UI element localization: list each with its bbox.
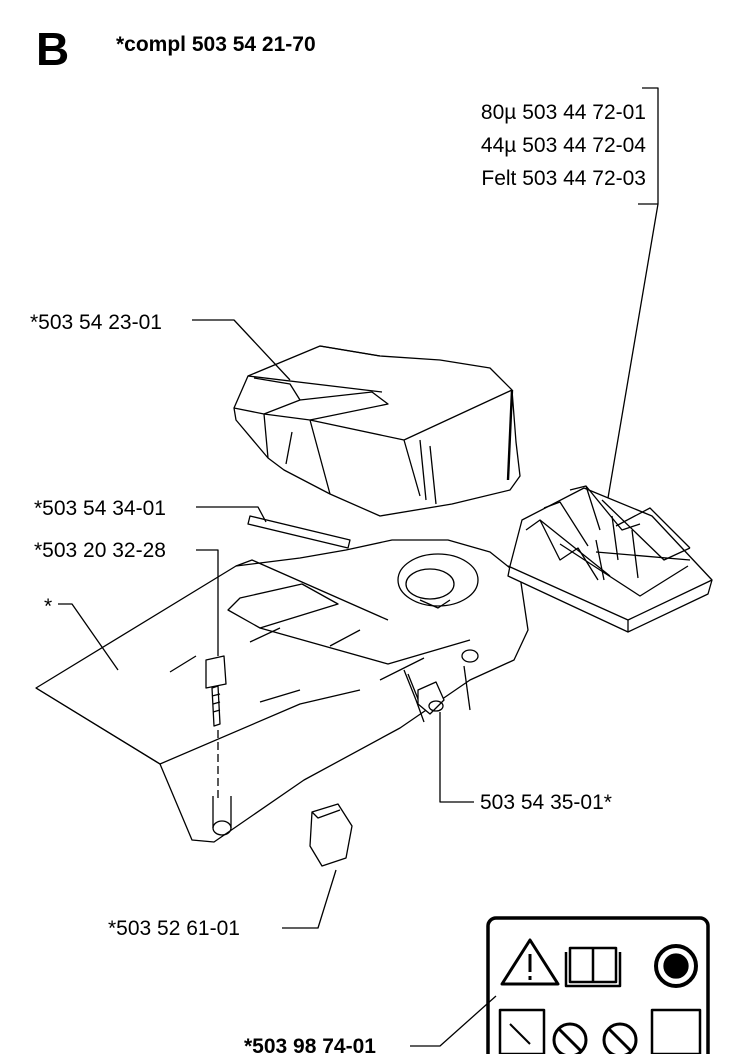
base-cover-part [35,539,529,843]
assembly-title: *compl 503 54 21-70 [116,33,316,56]
callout-clip: 503 54 35-01* [480,791,612,814]
prohibition-icon-2 [602,1022,638,1054]
base-cover-leader [58,603,119,671]
screw-leader [196,549,219,656]
clip-part [417,681,445,715]
warning-decal-part [486,916,710,1054]
plate-part [309,803,353,867]
callout-top-cover: *503 54 23-01 [30,311,162,334]
seal-strip-leader [196,506,267,523]
section-letter: B [36,23,70,75]
callout-base-cover: * [44,595,53,618]
top-cover-part [233,345,521,517]
plate-leader [282,869,337,929]
callout-decal: *503 98 74-01 [244,1035,376,1058]
callout-seal-strip: *503 54 34-01 [34,497,166,520]
top-cover-leader [192,319,291,381]
prohibition-icon-1 [552,1022,588,1054]
screw-part [205,655,227,727]
ear-eye-protection-icon [654,944,698,988]
warning-triangle-icon [500,938,560,986]
filter-label-bracket [607,87,659,499]
decal-leader [410,995,497,1047]
callout-plate: *503 52 61-01 [108,917,240,940]
operator-icon [498,1008,546,1054]
clip-leader [439,712,474,803]
filter-label-80u: 80µ 503 44 72-01 [480,101,646,124]
callout-screw: *503 20 32-28 [34,539,166,562]
filter-label-44u: 44µ 503 44 72-04 [480,134,646,157]
filter-label-felt: Felt 503 44 72-03 [481,167,646,190]
seal-strip-part [247,515,351,549]
air-filter-part [507,485,713,633]
person-warning-icon [650,1008,702,1054]
manual-book-icon [564,946,622,988]
